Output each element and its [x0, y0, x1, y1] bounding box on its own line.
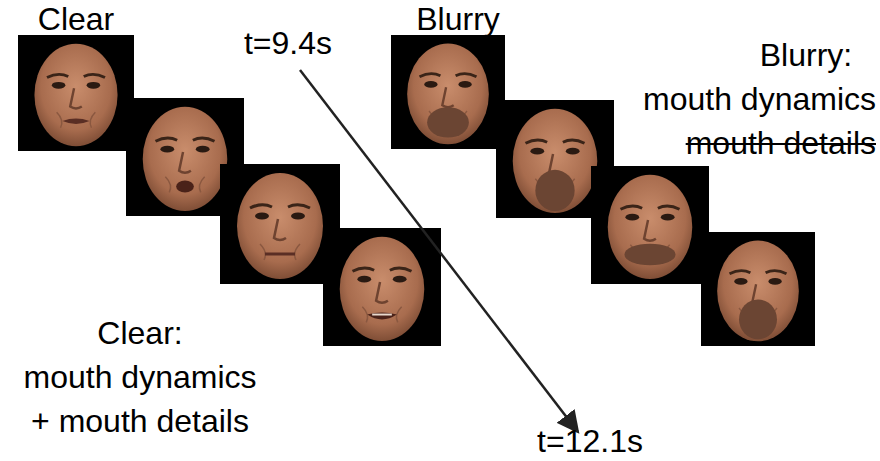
caption-text: Blurry [416, 2, 500, 37]
time-label: t=12.1s [537, 424, 643, 459]
caption-text: Blurry: [760, 38, 852, 73]
caption-text: mouth dynamics [24, 360, 257, 395]
caption-text: Clear [38, 2, 114, 37]
blurry-face-frame [701, 232, 815, 346]
clear-face-frame [18, 35, 134, 151]
caption-text: + mouth details [31, 404, 249, 439]
caption-text: Clear: [97, 316, 182, 351]
clear-face-frame [323, 228, 441, 346]
caption-text: mouth details [686, 126, 876, 161]
blurry-face-frame [591, 166, 709, 284]
time-label: t=9.4s [244, 26, 332, 61]
time-arrow [300, 70, 578, 432]
blurry-face-frame [391, 35, 505, 149]
caption-text: mouth dynamics [643, 82, 876, 117]
clear-face-frame [220, 164, 340, 284]
